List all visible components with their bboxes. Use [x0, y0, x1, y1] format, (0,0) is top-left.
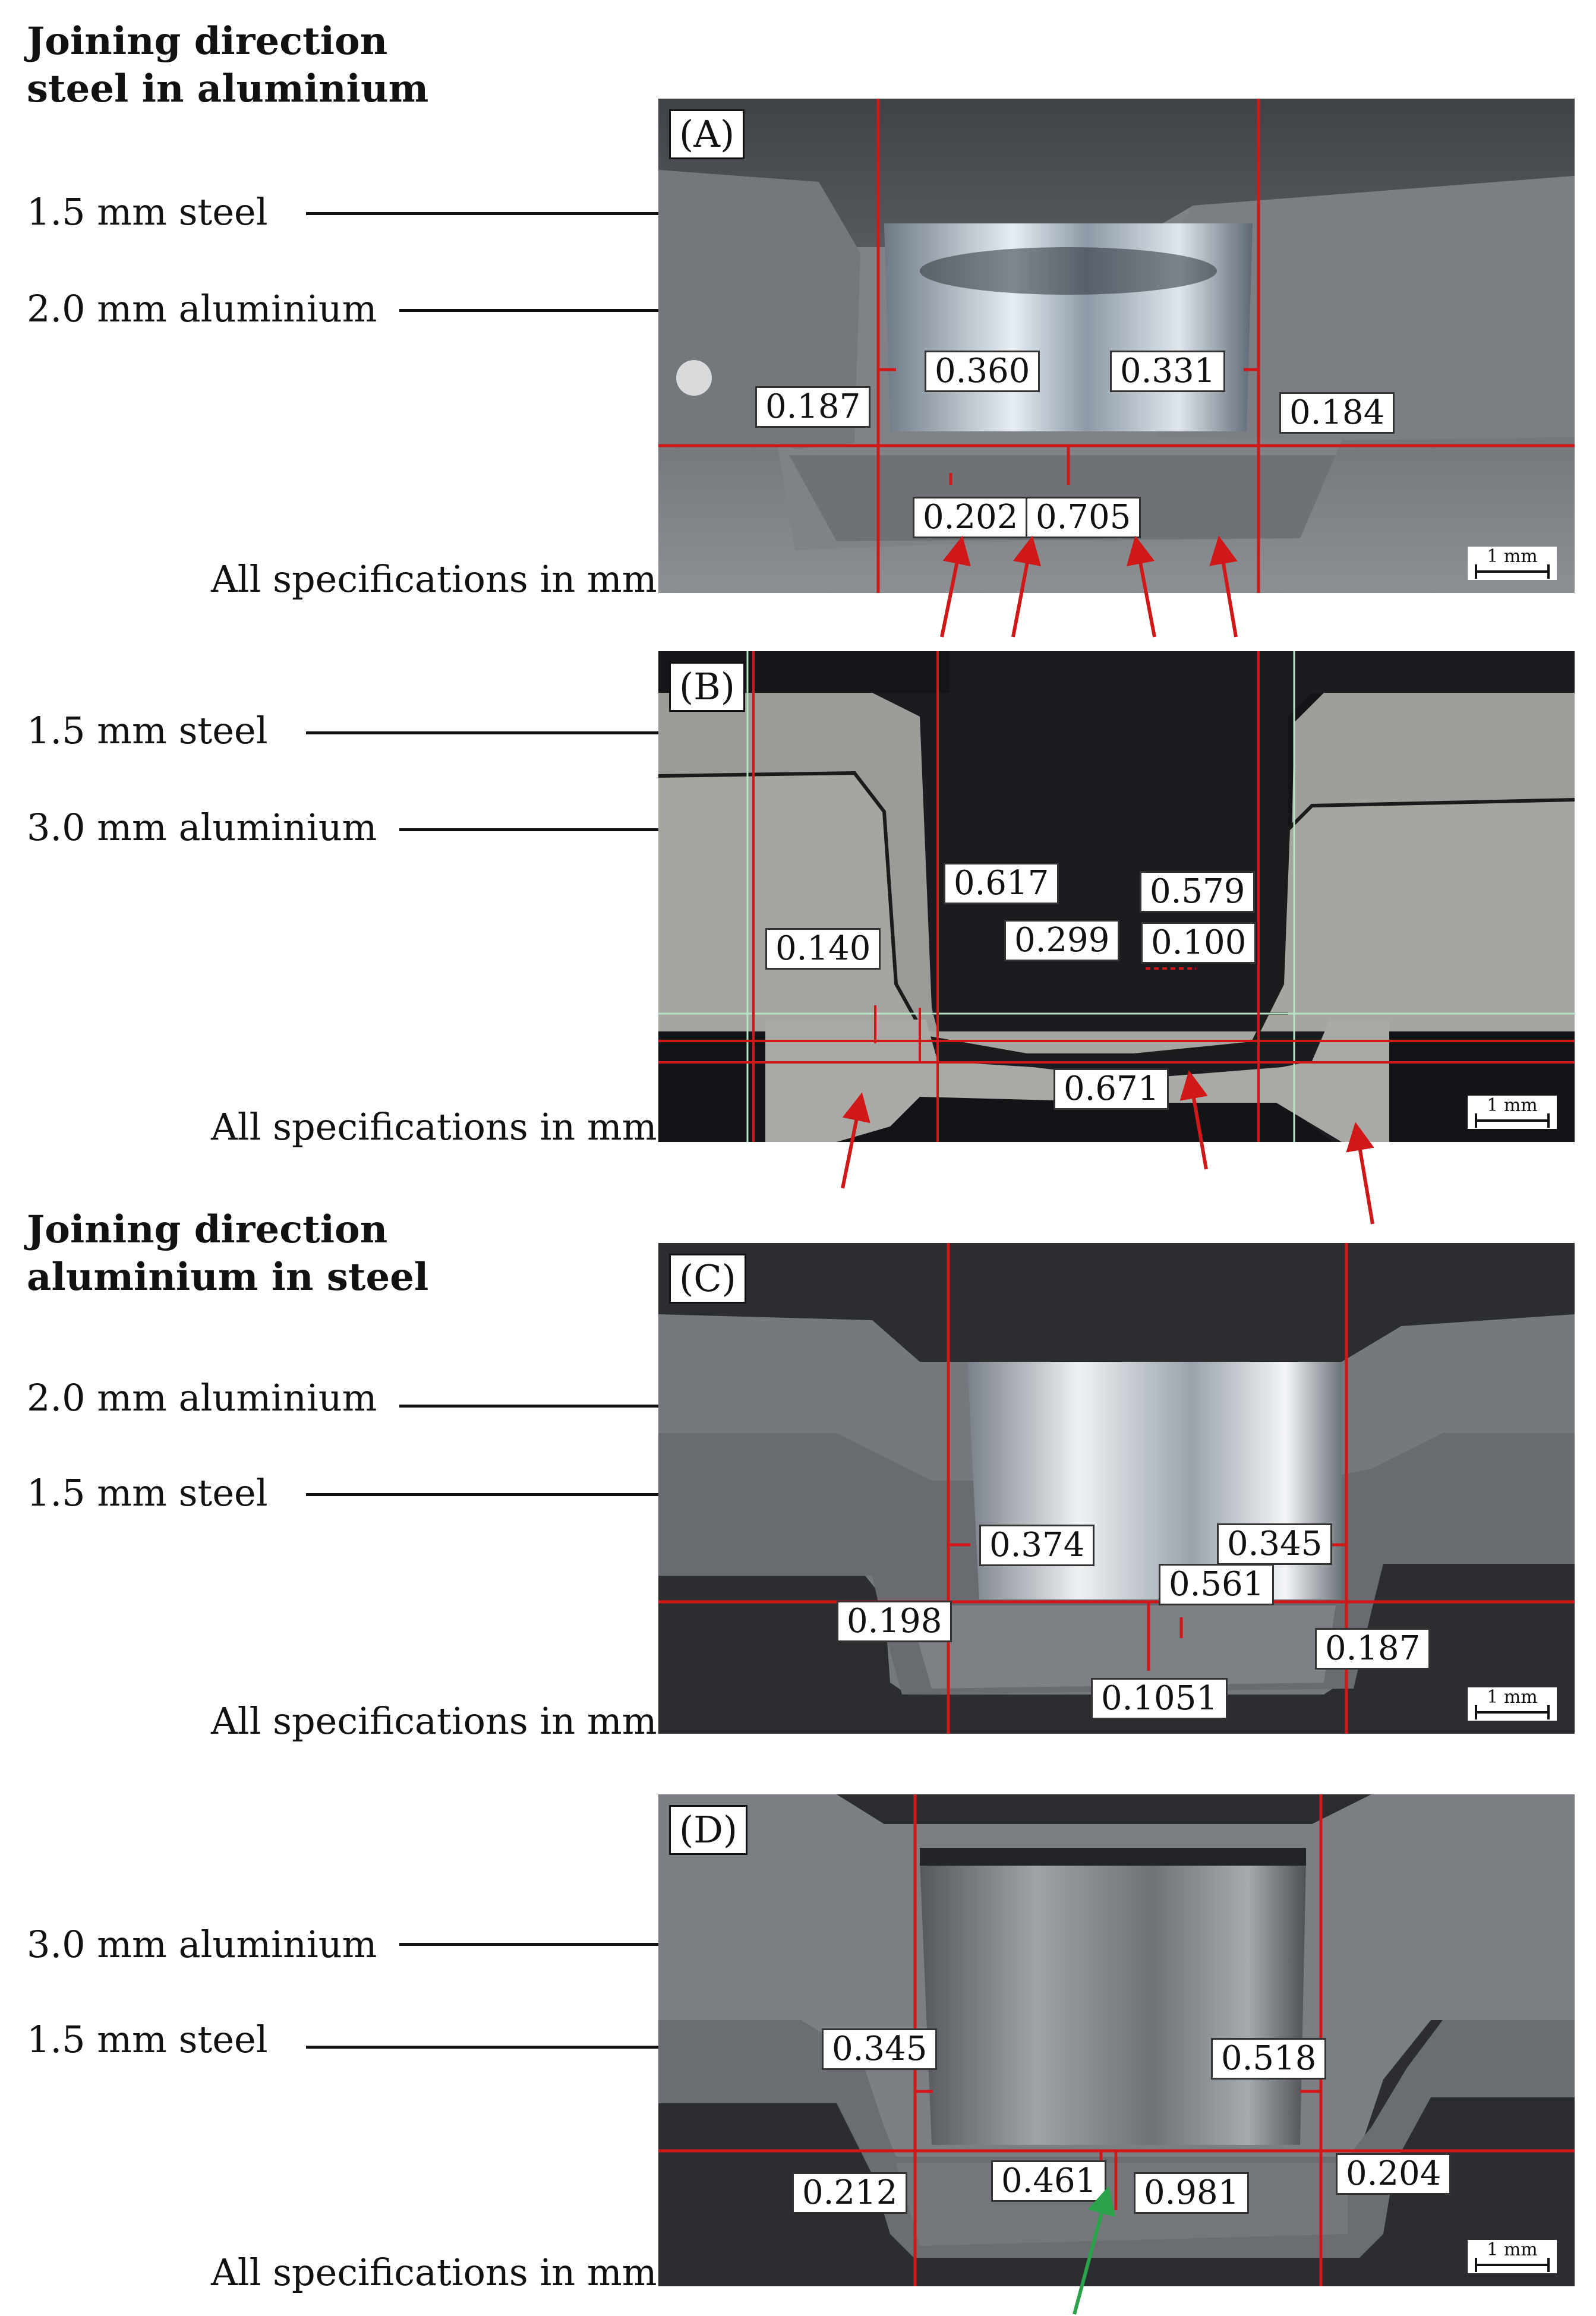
- arrow-icon: [940, 535, 971, 638]
- arrow-icon: [1346, 1122, 1374, 1225]
- scale-bar-line: [1475, 564, 1550, 579]
- leader-line: [399, 1405, 680, 1408]
- measurement-label: 0.187: [1315, 1628, 1431, 1670]
- measurement-label: 0.561: [1159, 1564, 1275, 1605]
- layer-label-b-top: 1.5 mm steel: [27, 709, 268, 752]
- scale-bar-label: 1 mm: [1487, 546, 1538, 567]
- heading-line: Joining direction: [27, 19, 388, 64]
- measurement-label: 0.1051: [1091, 1678, 1228, 1719]
- leader-line: [306, 1493, 680, 1496]
- measurement-label: 0.198: [837, 1601, 952, 1642]
- scale-bar-line: [1475, 1705, 1550, 1719]
- layer-label-d-top: 3.0 mm aluminium: [27, 1923, 377, 1966]
- cross-section-image: [658, 1794, 1575, 2286]
- measurement-label: 0.299: [1004, 920, 1120, 961]
- panel-letter: (C): [669, 1254, 746, 1304]
- arrow-icon: [1179, 1070, 1208, 1170]
- arrow-icon: [841, 1092, 870, 1189]
- measurement-label: 0.617: [944, 863, 1059, 904]
- arrow-icon: [1073, 2185, 1115, 2315]
- measurement-label: 0.461: [991, 2160, 1107, 2202]
- scale-bar-line: [1475, 1113, 1550, 1128]
- measurement-label: 0.331: [1110, 351, 1226, 392]
- measurement-label: 0.187: [755, 386, 871, 428]
- measurement-label: 0.184: [1279, 392, 1395, 434]
- scale-bar: 1 mm: [1468, 2240, 1557, 2273]
- scale-bar: 1 mm: [1468, 1096, 1557, 1129]
- arrow-icon: [1011, 535, 1042, 638]
- micrograph-panel-d: (D) 0.345 0.518 0.212 0.461 0.981 0.204 …: [658, 1794, 1575, 2286]
- measurement-label: 0.140: [765, 928, 881, 970]
- measurement-label: 0.345: [822, 2028, 938, 2070]
- panel-letter: (A): [669, 109, 745, 159]
- leader-line: [399, 1943, 680, 1946]
- measurement-label: 0.360: [925, 351, 1040, 392]
- layer-label-a-top: 1.5 mm steel: [27, 190, 268, 234]
- panel-letter: (D): [669, 1805, 748, 1855]
- measurement-label: 0.100: [1141, 922, 1257, 964]
- layer-label-c-top: 2.0 mm aluminium: [27, 1376, 377, 1419]
- scale-bar: 1 mm: [1468, 547, 1557, 580]
- micrograph-panel-b: (B) 0.617 0.579 0.140 0.299 0.100 0.671 …: [658, 651, 1575, 1142]
- measurement-label: 0.579: [1140, 871, 1256, 913]
- arrow-icon: [1126, 535, 1156, 638]
- spec-note: All specifications in mm: [211, 1699, 657, 1743]
- scale-bar-label: 1 mm: [1487, 1095, 1538, 1116]
- scale-bar-line: [1475, 2258, 1550, 2272]
- green-arrow-panel-d: [1073, 2185, 1115, 2315]
- red-arrows-panel-a: [940, 535, 1238, 638]
- red-arrows-panel-b: [841, 1070, 1374, 1225]
- measurement-label: 0.345: [1217, 1523, 1333, 1565]
- leader-line: [306, 212, 680, 215]
- leader-line: [399, 309, 680, 312]
- spec-note: All specifications in mm: [211, 557, 657, 601]
- measurement-label: 0.518: [1211, 2038, 1327, 2080]
- micrograph-panel-c: (C) 0.374 0.345 0.561 0.198 0.187 0.1051…: [658, 1243, 1575, 1734]
- layer-label-d-bottom: 1.5 mm steel: [27, 2018, 268, 2061]
- micrograph-panel-a: (A) 0.360 0.331 0.187 0.184 0.202 0.705 …: [658, 99, 1575, 593]
- measurement-label: 0.705: [1026, 497, 1141, 538]
- measurement-label: 0.671: [1054, 1068, 1169, 1110]
- measurement-label: 0.204: [1336, 2153, 1452, 2195]
- measurement-label: 0.212: [792, 2172, 908, 2214]
- heading-line: Joining direction: [27, 1207, 388, 1252]
- scale-bar: 1 mm: [1468, 1687, 1557, 1721]
- spec-note: All specifications in mm: [211, 1105, 657, 1148]
- layer-label-c-bottom: 1.5 mm steel: [27, 1471, 268, 1514]
- cross-section-image: [658, 651, 1575, 1142]
- heading-line: steel in aluminium: [27, 67, 429, 111]
- arrow-icon: [1209, 535, 1238, 638]
- heading-aluminium-in-steel: Joining direction aluminium in steel: [27, 1206, 428, 1301]
- leader-line: [306, 731, 680, 734]
- heading-steel-in-aluminium: Joining direction steel in aluminium: [27, 18, 428, 113]
- measurement-label: 0.374: [979, 1525, 1095, 1566]
- leader-line: [399, 828, 680, 831]
- leader-line: [306, 2046, 680, 2049]
- scale-bar-label: 1 mm: [1487, 2239, 1538, 2260]
- measurement-label: 0.981: [1134, 2172, 1250, 2214]
- spec-note: All specifications in mm: [211, 2251, 657, 2294]
- layer-label-a-bottom: 2.0 mm aluminium: [27, 287, 377, 330]
- panel-letter: (B): [669, 662, 745, 712]
- layer-label-b-bottom: 3.0 mm aluminium: [27, 806, 377, 849]
- scale-bar-label: 1 mm: [1487, 1687, 1538, 1708]
- heading-line: aluminium in steel: [27, 1255, 429, 1299]
